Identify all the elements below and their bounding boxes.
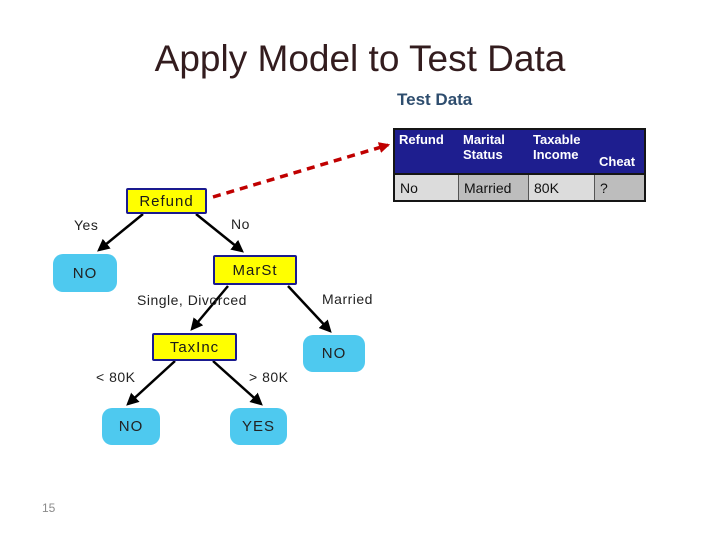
test-data-table-header: Refund Marital Status Taxable Income Che… — [395, 130, 644, 173]
node-leaf-refund-yes: NO — [53, 254, 117, 292]
node-leaf-gt-80k-label: YES — [241, 418, 275, 435]
edge-label-single-divorced: Single, Divorced — [137, 292, 247, 308]
node-refund: Refund — [126, 188, 207, 214]
node-leaf-married-label: NO — [321, 345, 347, 362]
edge-label-lt-80k: < 80K — [96, 369, 136, 385]
table-row: No Married 80K ? — [395, 173, 644, 200]
cell-taxable-income: 80K — [529, 175, 595, 200]
header-cell-taxable-income: Taxable Income — [533, 132, 581, 162]
edge-label-married: Married — [322, 291, 373, 307]
header-cell-marital-status: Marital Status — [463, 132, 505, 162]
header-cell-cheat: Cheat — [599, 154, 636, 170]
page-number: 15 — [42, 501, 56, 515]
node-taxinc: TaxInc — [152, 333, 237, 361]
node-marst-label: MarSt — [232, 261, 278, 279]
node-leaf-refund-yes-label: NO — [72, 264, 98, 282]
node-leaf-married: NO — [303, 335, 365, 372]
node-leaf-lt-80k: NO — [102, 408, 160, 445]
slide-title: Apply Model to Test Data — [154, 38, 566, 79]
edge-refund-yes — [97, 213, 144, 252]
cell-marital-status: Married — [459, 175, 529, 200]
header-cell-refund: Refund — [399, 132, 444, 147]
node-taxinc-label: TaxInc — [169, 338, 220, 356]
node-leaf-lt-80k-label: NO — [118, 418, 144, 435]
test-data-table: Refund Marital Status Taxable Income Che… — [393, 128, 646, 202]
node-leaf-gt-80k: YES — [230, 408, 287, 445]
cell-cheat: ? — [595, 175, 644, 200]
test-data-caption: Test Data — [397, 90, 473, 109]
edge-label-yes: Yes — [74, 217, 99, 233]
apply-model-pointer-arrow — [212, 142, 391, 199]
edge-label-no: No — [231, 216, 250, 232]
cell-refund: No — [395, 175, 459, 200]
node-refund-label: Refund — [139, 192, 194, 210]
edge-label-gt-80k: > 80K — [249, 369, 289, 385]
node-marst: MarSt — [213, 255, 297, 285]
